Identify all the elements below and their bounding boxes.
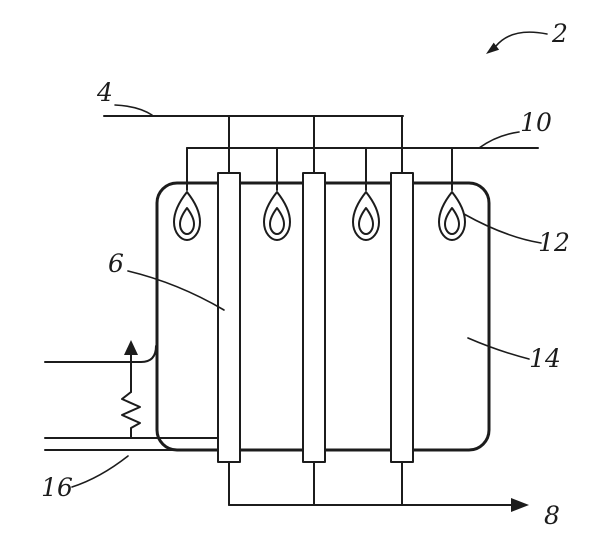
leader-line-6 bbox=[127, 270, 225, 311]
process-tube-3 bbox=[390, 172, 414, 463]
ref-label-10: 10 bbox=[520, 108, 552, 137]
flame-icon bbox=[263, 191, 291, 241]
leader-line-10 bbox=[478, 131, 520, 149]
feed-duct-line bbox=[44, 345, 157, 363]
ref-label-4: 4 bbox=[96, 78, 113, 107]
leader-line-2 bbox=[495, 31, 548, 47]
process-tube-1 bbox=[217, 172, 241, 463]
outlet-manifold-drop-lines bbox=[228, 461, 403, 506]
ref-label-2: 2 bbox=[551, 19, 568, 48]
leader-line-4 bbox=[114, 104, 153, 116]
ref-label-8: 8 bbox=[544, 501, 560, 530]
leader-line-12 bbox=[463, 213, 542, 244]
feed-up-arrow bbox=[124, 340, 138, 355]
leader-lines bbox=[71, 31, 548, 488]
flame-icon bbox=[173, 191, 201, 241]
ref-label-12: 12 bbox=[538, 228, 570, 257]
outlet-right-arrow bbox=[511, 498, 529, 512]
reference-labels: 2 4 10 12 6 14 16 8 bbox=[41, 19, 570, 530]
ref-label-14: 14 bbox=[529, 344, 561, 373]
pipe-break-symbol bbox=[121, 391, 141, 439]
ref-label-6: 6 bbox=[108, 249, 124, 278]
flame-icon bbox=[352, 191, 380, 241]
ref-label-16: 16 bbox=[41, 473, 73, 502]
process-tube-2 bbox=[302, 172, 326, 463]
leader-line-14 bbox=[467, 337, 530, 360]
fuel-header-drop-lines bbox=[228, 115, 403, 174]
flame-icon bbox=[438, 191, 466, 241]
leader-line-16 bbox=[71, 455, 129, 488]
leader-arrowhead-2 bbox=[486, 42, 500, 54]
